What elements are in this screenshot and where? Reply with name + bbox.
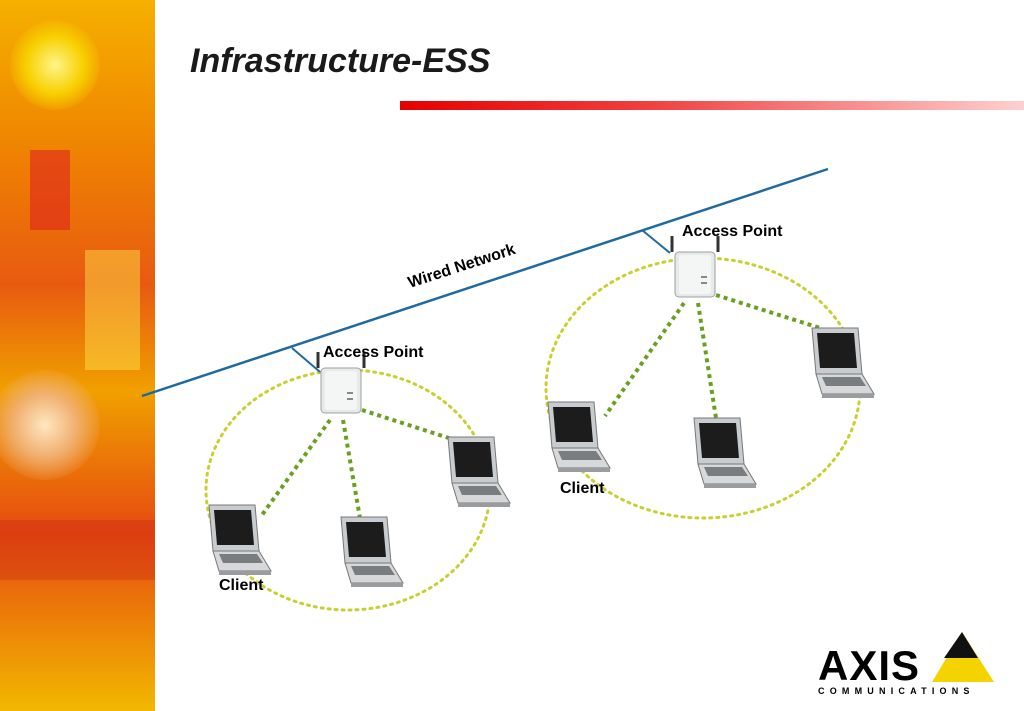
wireless-link xyxy=(341,419,362,519)
access-point-label-2: Access Point xyxy=(682,223,783,240)
axis-logo-wordmark: AXIS xyxy=(818,642,921,689)
laptop-client xyxy=(693,417,757,489)
banner-strip xyxy=(85,250,140,370)
banner-strip xyxy=(30,150,70,230)
wireless-link xyxy=(260,418,332,517)
laptop-client xyxy=(208,504,272,576)
banner-glow xyxy=(10,20,100,110)
access-point-1 xyxy=(316,350,366,415)
laptop-client xyxy=(547,401,611,473)
wired-network-label: Wired Network xyxy=(406,241,518,292)
access-point-2 xyxy=(670,234,720,299)
axis-logo-triangle xyxy=(932,632,994,682)
wireless-link xyxy=(696,302,718,419)
client-label-1: Client xyxy=(219,577,264,594)
laptop-client xyxy=(340,516,404,588)
wireless-link xyxy=(715,293,821,330)
wireless-link xyxy=(603,301,686,418)
banner-glow xyxy=(0,370,100,480)
ap-drop-line-1 xyxy=(291,347,321,373)
ap-drop-line-2 xyxy=(641,229,671,254)
laptop-client xyxy=(811,327,875,399)
title-rule xyxy=(400,101,1024,110)
wired-network-line xyxy=(141,167,829,398)
slide-title: Infrastructure-ESS xyxy=(190,42,491,80)
banner-strip xyxy=(0,520,155,580)
axis-logo-subtitle: COMMUNICATIONS xyxy=(818,686,975,696)
client-label-2: Client xyxy=(560,480,605,497)
laptop-client xyxy=(447,436,511,508)
access-point-label-1: Access Point xyxy=(323,344,424,361)
side-banner-image xyxy=(0,0,155,711)
wireless-link xyxy=(361,408,456,442)
